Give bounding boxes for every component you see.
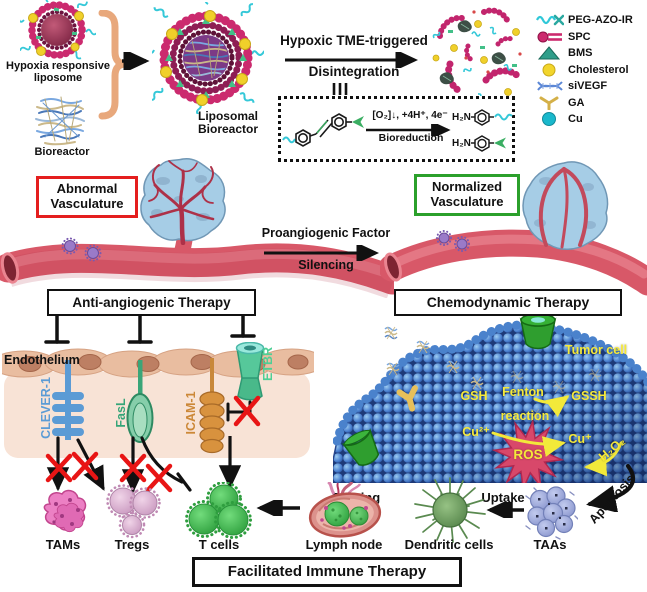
legend: PEG-AZO-IR SPC BMS Cholesterol siVEGF GA… [536, 13, 633, 127]
clever1-receptor [52, 360, 84, 440]
liposomal-bioreactor-icon [152, 2, 264, 114]
legend-item-ga: GA [536, 96, 633, 111]
peg-azo-ir-icon [536, 15, 564, 26]
legend-item-cholesterol: Cholesterol [536, 63, 633, 78]
trigger-label-line2: Disintegration [308, 64, 400, 79]
tams-cells [43, 489, 87, 533]
fasl-receptor [126, 360, 154, 443]
spc-icon [537, 31, 562, 43]
uptake-label: Uptake [481, 490, 525, 505]
abnormal-tumor [140, 157, 226, 245]
hypoxia-liposome-label: Hypoxia responsive liposome [6, 60, 110, 85]
ga-icon [539, 96, 559, 110]
abnormal-vasculature-box: Abnormal Vasculature [36, 176, 138, 218]
sivegf-icon [537, 81, 563, 91]
abnormal-vessel [0, 228, 394, 298]
fenton-label-line1: Fenton [502, 385, 544, 399]
tumor-cell-graphic [333, 313, 647, 483]
liposome-in-vessel [436, 230, 470, 252]
cu-icon [542, 112, 556, 127]
product-ring-peg-icon [470, 109, 513, 126]
liposome-in-vessel [61, 237, 102, 262]
legend-item-cu: Cu [536, 112, 633, 127]
ga-molecule [396, 385, 418, 412]
endothelium-label: Endothelium [4, 353, 80, 367]
legend-item-sivegf: siVEGF [536, 79, 633, 94]
apoptosis-arrow [586, 464, 635, 512]
cuplus-label: Cu⁺ [568, 432, 592, 446]
uptake-arrow [486, 502, 524, 518]
inhibit-x-marks [45, 451, 173, 493]
icam1-receptor [199, 358, 225, 454]
channel-protein-left [341, 428, 380, 466]
cholesterol-icon [542, 63, 556, 77]
assembly-arrow [122, 52, 150, 70]
hypoxia-liposome-icon [20, 0, 96, 61]
product-amine-bms: H₂N [452, 134, 515, 152]
facilitated-immune-therapy-box: Facilitated Immune Therapy [192, 557, 462, 587]
product-amine-peg: H₂N [452, 108, 515, 126]
legend-item-peg-azo-ir: PEG-AZO-IR [536, 13, 633, 28]
bioreactor-icon [35, 96, 85, 146]
tams-label: TAMs [45, 537, 81, 552]
cu2plus-label: Cu²⁺ [462, 425, 490, 439]
legend-item-bms: BMS [536, 46, 633, 61]
dendritic-cells-label: Dendritic cells [404, 537, 494, 552]
normalized-vasculature-box: Normalized Vasculature [414, 174, 520, 216]
bms-icon [537, 46, 561, 60]
ros-star [491, 418, 565, 483]
legend-item-spc: SPC [536, 30, 633, 45]
gsh-label: GSH [460, 389, 488, 403]
liposomal-bioreactor-label: Liposomal Bioreactor [197, 109, 259, 137]
anti-angiogenic-title-box: Anti-angiogenic Therapy [47, 289, 256, 316]
equivalence-icon [332, 83, 348, 95]
reaction-condition: [O₂]↓, +4H⁺, 4e⁻ [372, 110, 448, 121]
lymph-to-tcells-arrow [256, 500, 300, 516]
lymph-node-label: Lymph node [305, 537, 383, 552]
blocked-signal-arrows [45, 436, 242, 494]
channel-protein-top [519, 313, 557, 350]
inhibition-tbars [44, 314, 256, 344]
product-ring-bms-icon [470, 135, 506, 152]
etbr-label: ETBR [261, 346, 275, 382]
azobenzene-structure [282, 113, 364, 147]
fasl-label: FasL [114, 398, 128, 428]
disintegrated-fragments [431, 7, 522, 103]
taas-label: TAAs [533, 537, 567, 552]
silencing-label-line2: Silencing [298, 258, 354, 272]
gssh-label: GSSH [571, 389, 607, 403]
bioreactor-label: Bioreactor [34, 146, 90, 158]
silencing-arrow [264, 245, 379, 261]
endothelium-band [2, 342, 314, 458]
etbr-receptor [235, 342, 265, 401]
ros-label: ROS [513, 447, 543, 462]
taas-cluster [525, 486, 578, 540]
chemodynamic-title-box: Chemodynamic Therapy [394, 289, 622, 316]
tregs-label: Tregs [114, 537, 150, 552]
tregs-cells [106, 484, 161, 539]
trigger-label-line1: Hypoxic TME-triggered [280, 33, 428, 48]
bioreduction-arrow [366, 124, 451, 136]
normalized-tumor [522, 161, 609, 250]
lymph-node [308, 482, 382, 538]
dendritic-cell [414, 477, 486, 543]
disintegration-arrow [285, 52, 418, 68]
fenton-label-line2: reaction [500, 409, 550, 423]
t-cells-label: T cells [198, 537, 240, 552]
reaction-mechanism: Bioreduction [378, 132, 444, 144]
silencing-label-line1: Proangiogenic Factor [261, 226, 391, 240]
tumor-cell-label: Tumor cell [564, 343, 628, 357]
t-cells [185, 482, 252, 539]
